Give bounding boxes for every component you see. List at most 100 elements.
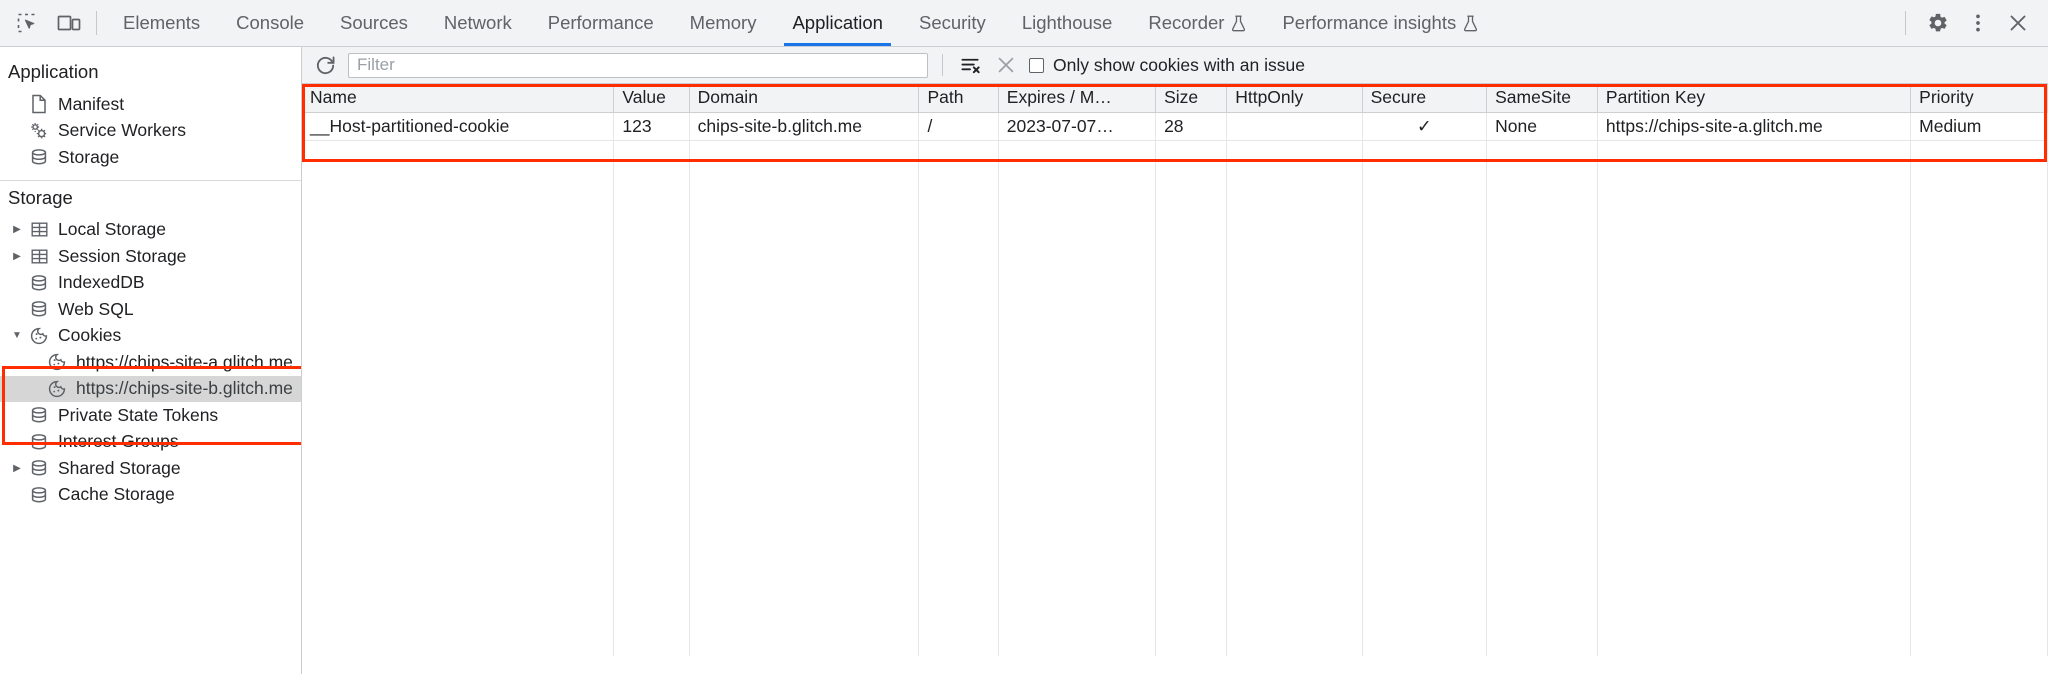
close-icon[interactable] — [1998, 0, 2038, 47]
table-row[interactable]: __Host-partitioned-cookie 123 chips-site… — [302, 112, 2048, 141]
devtools-tabbar: Elements Console Sources Network Perform… — [0, 0, 2048, 47]
sidebar-item-cache-storage[interactable]: ▶ Cache Storage — [0, 482, 301, 509]
table-empty-row — [302, 196, 2048, 656]
panel-tabs: Elements Console Sources Network Perform… — [105, 0, 1496, 46]
tab-security[interactable]: Security — [901, 0, 1004, 46]
cookie-icon — [44, 379, 70, 399]
empty-cell — [998, 140, 1157, 168]
tab-application[interactable]: Application — [774, 0, 901, 46]
tab-performance-insights[interactable]: Performance insights — [1264, 0, 1496, 46]
refresh-icon[interactable] — [312, 52, 338, 78]
kebab-menu-icon[interactable] — [1958, 0, 1998, 47]
cell-size[interactable]: 28 — [1155, 112, 1228, 141]
empty-cell — [1226, 196, 1363, 656]
table-empty-row — [302, 168, 2048, 196]
device-toolbar-icon[interactable] — [48, 0, 90, 46]
column-header-path[interactable]: Path — [918, 84, 999, 113]
chevron-right-icon[interactable]: ▶ — [13, 462, 21, 474]
sidebar-item-label: Cookies — [58, 325, 122, 346]
cookies-panel: Filter Only show cookies with — [302, 47, 2048, 674]
tab-console[interactable]: Console — [218, 0, 322, 46]
sidebar-item-interest-groups[interactable]: ▶ Interest Groups — [0, 429, 301, 456]
tab-recorder[interactable]: Recorder — [1130, 0, 1264, 46]
sidebar-item-session-storage[interactable]: ▶ Session Storage — [0, 243, 301, 270]
devtools-body: Application Manifest — [0, 47, 2048, 674]
column-header-name[interactable]: Name — [302, 84, 615, 113]
column-header-size[interactable]: Size — [1155, 84, 1228, 113]
tab-sources[interactable]: Sources — [322, 0, 426, 46]
clear-all-cookies-icon[interactable] — [993, 52, 1019, 78]
cell-partition-key[interactable]: https://chips-site-a.glitch.me — [1597, 112, 1912, 141]
column-header-samesite[interactable]: SameSite — [1486, 84, 1598, 113]
cell-secure[interactable]: ✓ — [1362, 112, 1488, 141]
empty-cell — [918, 196, 999, 656]
cell-domain[interactable]: chips-site-b.glitch.me — [689, 112, 920, 141]
sidebar-section-storage-title: Storage — [8, 186, 73, 208]
sidebar-item-label: Shared Storage — [58, 457, 181, 478]
database-icon — [26, 147, 52, 167]
service-workers-gears-icon — [26, 120, 52, 142]
tab-lighthouse[interactable]: Lighthouse — [1004, 0, 1131, 46]
only-show-issues-checkbox-row[interactable]: Only show cookies with an issue — [1029, 55, 1305, 76]
sidebar-item-local-storage[interactable]: ▶ Local Storage — [0, 217, 301, 244]
only-show-issues-checkbox[interactable] — [1029, 57, 1044, 73]
toolbar-divider — [1905, 11, 1906, 35]
cell-value[interactable]: 123 — [613, 112, 690, 141]
empty-cell — [918, 168, 999, 196]
tab-label: Recorder — [1148, 12, 1225, 33]
manifest-file-icon — [26, 94, 52, 114]
sidebar-item-web-sql[interactable]: ▶ Web SQL — [0, 296, 301, 323]
tab-label: Security — [918, 12, 986, 33]
table-empty-row — [302, 140, 2048, 168]
tab-elements[interactable]: Elements — [105, 0, 218, 46]
cookies-filter-toolbar: Filter Only show cookies with — [302, 47, 2048, 84]
gear-icon[interactable] — [1918, 0, 1958, 47]
column-header-domain[interactable]: Domain — [689, 84, 920, 113]
column-header-expires[interactable]: Expires / M… — [998, 84, 1157, 113]
sidebar-item-label: Session Storage — [58, 245, 187, 266]
column-header-partition-key[interactable]: Partition Key — [1597, 84, 1912, 113]
sidebar-item-storage[interactable]: Storage — [0, 144, 301, 171]
cell-priority[interactable]: Medium — [1910, 112, 2048, 141]
empty-cell — [1486, 168, 1598, 196]
sidebar-item-label: https://chips-site-a.glitch.me — [76, 351, 293, 372]
empty-cell — [1155, 196, 1228, 656]
search-input[interactable]: Filter — [348, 52, 928, 78]
chevron-right-icon[interactable]: ▶ — [13, 250, 21, 262]
cell-expires[interactable]: 2023-07-07… — [998, 112, 1157, 141]
clear-filtered-cookies-icon[interactable] — [957, 52, 983, 78]
database-icon — [26, 485, 52, 505]
cookies-table-body: __Host-partitioned-cookie 123 chips-site… — [302, 112, 2048, 656]
sidebar-item-cookies[interactable]: ▼ Cookies — [0, 323, 301, 350]
empty-cell — [1226, 140, 1363, 168]
empty-cell — [1910, 140, 2048, 168]
column-header-value[interactable]: Value — [613, 84, 690, 113]
tab-network[interactable]: Network — [426, 0, 530, 46]
sidebar-item-shared-storage[interactable]: ▶ Shared Storage — [0, 455, 301, 482]
cell-path[interactable]: / — [918, 112, 999, 141]
tab-performance[interactable]: Performance — [530, 0, 672, 46]
sidebar-item-cookie-origin-b[interactable]: https://chips-site-b.glitch.me — [0, 375, 301, 402]
empty-cell — [302, 196, 615, 656]
cell-name[interactable]: __Host-partitioned-cookie — [302, 112, 615, 141]
chevron-down-icon[interactable]: ▼ — [12, 330, 22, 342]
cell-samesite[interactable]: None — [1486, 112, 1598, 141]
cell-httponly[interactable] — [1226, 112, 1363, 141]
sidebar-item-cookie-origin-a[interactable]: https://chips-site-a.glitch.me — [0, 349, 301, 376]
application-sidebar: Application Manifest — [0, 47, 302, 674]
sidebar-item-manifest[interactable]: Manifest — [0, 91, 301, 118]
column-header-priority[interactable]: Priority — [1910, 84, 2048, 113]
cookie-icon — [26, 326, 52, 346]
column-header-httponly[interactable]: HttpOnly — [1226, 84, 1363, 113]
empty-cell — [613, 196, 690, 656]
column-header-secure[interactable]: Secure — [1362, 84, 1488, 113]
sidebar-item-service-workers[interactable]: Service Workers — [0, 118, 301, 145]
database-icon — [26, 432, 52, 452]
sidebar-item-indexeddb[interactable]: ▶ IndexedDB — [0, 270, 301, 297]
sidebar-item-private-state-tokens[interactable]: ▶ Private State Tokens — [0, 402, 301, 429]
chevron-right-icon[interactable]: ▶ — [13, 224, 21, 236]
tab-memory[interactable]: Memory — [672, 0, 775, 46]
inspect-element-icon[interactable] — [6, 0, 48, 46]
cookies-table: Name Value Domain Path Expires / M… Size… — [302, 84, 2048, 656]
only-show-issues-label: Only show cookies with an issue — [1053, 54, 1305, 75]
